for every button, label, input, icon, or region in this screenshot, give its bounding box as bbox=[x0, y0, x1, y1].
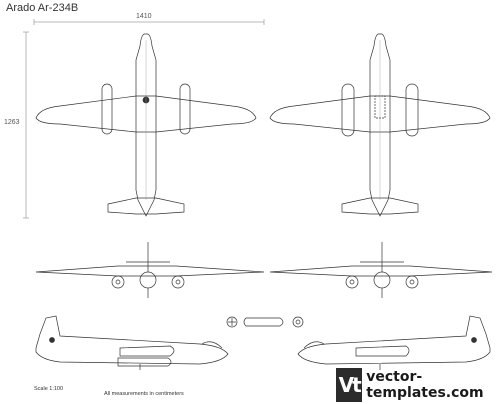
front-view-wings bbox=[35, 265, 265, 277]
top-view-engine-right bbox=[179, 83, 191, 135]
bottom-view-engine-right bbox=[405, 83, 419, 137]
top-view-tailplane bbox=[107, 197, 185, 215]
bottom-view-fuselage bbox=[369, 33, 391, 217]
engine-detail-side bbox=[243, 317, 284, 327]
engine-detail-front bbox=[226, 316, 238, 328]
left-side-view-fuselage bbox=[35, 315, 229, 365]
front-view-engine-right bbox=[171, 275, 185, 289]
bottom-view bbox=[269, 33, 491, 217]
bottom-view-engine-left bbox=[341, 83, 355, 137]
front-view-engine-left bbox=[111, 275, 125, 289]
right-side-view-insignia bbox=[471, 337, 477, 343]
left-side-view-insignia bbox=[49, 337, 55, 343]
right-side-view-canopy bbox=[303, 341, 325, 349]
rear-view-engine-right bbox=[405, 275, 419, 289]
left-side-view bbox=[35, 315, 229, 370]
vt-logo-icon: Vt bbox=[336, 368, 363, 402]
front-view bbox=[35, 242, 265, 298]
left-side-view-engine bbox=[119, 345, 175, 357]
rear-view-wings bbox=[269, 265, 493, 277]
rear-view bbox=[269, 242, 493, 298]
left-side-view-engine-lower bbox=[117, 357, 172, 367]
right-side-view bbox=[297, 315, 491, 370]
engine-detail bbox=[226, 316, 304, 328]
length-dimension-label: 1263 bbox=[4, 119, 20, 126]
engine-detail-rear bbox=[292, 316, 304, 328]
wingspan-dimension-line bbox=[33, 19, 265, 25]
brand-watermark: Vt vector-templates.com bbox=[336, 368, 500, 402]
top-view-wings bbox=[35, 95, 257, 133]
top-view-engine-left bbox=[101, 83, 113, 135]
front-view-fuselage bbox=[139, 271, 157, 289]
top-view-fuselage bbox=[135, 33, 157, 217]
left-side-view-canopy bbox=[201, 341, 223, 349]
page-title: Arado Ar-234B bbox=[6, 2, 79, 14]
scale-label: Scale 1:100 bbox=[34, 386, 64, 392]
length-dimension-line bbox=[23, 31, 29, 219]
bottom-view-wings bbox=[269, 95, 491, 133]
wingspan-dimension-label: 1410 bbox=[136, 13, 152, 20]
bottom-view-tailplane bbox=[341, 197, 419, 215]
measurement-note: All measurements in centimeters bbox=[104, 391, 184, 397]
top-view bbox=[35, 33, 257, 217]
rear-view-fuselage bbox=[373, 271, 391, 289]
rear-view-engine-left bbox=[345, 275, 359, 289]
right-side-view-fuselage bbox=[297, 315, 491, 365]
right-side-view-engine bbox=[355, 345, 410, 357]
brand-site-label: vector-templates.com bbox=[366, 369, 484, 401]
